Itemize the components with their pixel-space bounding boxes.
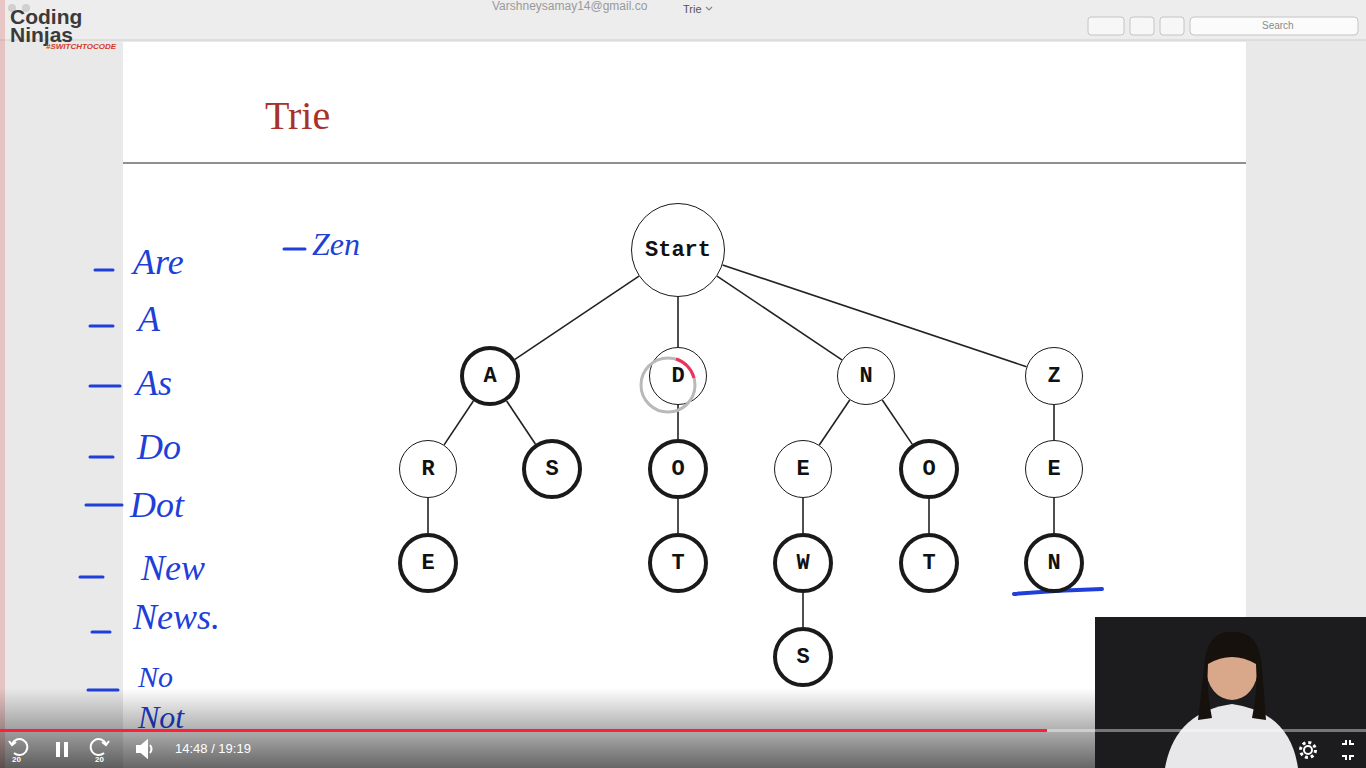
trie-node: E — [398, 533, 458, 593]
presenter-figure — [1165, 632, 1298, 768]
toolbar-bar — [0, 0, 1366, 40]
logo-tagline: #SWITCHTOCODE — [46, 43, 116, 52]
toolbar-button — [1130, 17, 1154, 35]
player-icons — [9, 739, 1354, 760]
trie-node: T — [648, 533, 708, 593]
root-node: Start — [631, 203, 725, 297]
hand-word: No — [138, 660, 173, 693]
trie-edge — [802, 593, 804, 627]
trie-edge — [677, 499, 679, 533]
node-letter: N — [859, 364, 872, 389]
node-letter: O — [671, 457, 684, 482]
hand-word: New — [141, 549, 205, 589]
trie-node: S — [773, 627, 833, 687]
hand-word: Do — [137, 428, 181, 468]
edge-strip — [0, 0, 5, 768]
trie-node: N — [1024, 533, 1084, 593]
pause-bar — [64, 742, 68, 757]
node-letter: O — [922, 457, 935, 482]
hand-word: Are — [133, 243, 184, 283]
trie-edge — [677, 297, 679, 347]
time-counter: 14:48 / 19:19 — [175, 742, 251, 756]
toolbar-border — [0, 40, 1366, 41]
hand-word: Dot — [130, 486, 184, 526]
trie-edge — [507, 401, 536, 444]
trie-edge — [819, 400, 849, 445]
trie-edge — [802, 498, 804, 533]
webcam-frame — [1095, 617, 1366, 768]
node-letter: T — [922, 551, 935, 576]
hand-word: Not — [138, 700, 184, 735]
skip-seconds: 20 — [12, 756, 21, 765]
trie-node: N — [837, 347, 895, 405]
hand-word: A — [138, 300, 160, 340]
loading-spinner — [641, 358, 695, 412]
node-letter: W — [796, 551, 809, 576]
trie-edge — [427, 498, 429, 533]
slide-title: Trie — [265, 94, 330, 138]
trie-node: O — [899, 439, 959, 499]
hand-word: As — [136, 364, 172, 404]
progress-fill — [0, 729, 1047, 732]
controls-shade — [0, 688, 1095, 768]
trie-edge — [882, 400, 912, 444]
trie-edge — [1053, 498, 1055, 533]
node-letter: E — [421, 551, 434, 576]
skip-seconds: 20 — [95, 756, 104, 765]
trie-edge — [444, 401, 473, 445]
trie-node: S — [522, 439, 582, 499]
hand-dashes — [80, 249, 305, 690]
node-letter: D — [671, 364, 684, 389]
trie-node: A — [460, 346, 520, 406]
node-letter: R — [421, 457, 434, 482]
node-letter: T — [671, 551, 684, 576]
trie-node: R — [399, 440, 457, 498]
trie-node: W — [773, 533, 833, 593]
progress-track — [0, 729, 1366, 732]
trie-node: E — [1025, 440, 1083, 498]
search-placeholder: Search — [1262, 20, 1294, 31]
trie-node: E — [774, 440, 832, 498]
trie-node: T — [899, 533, 959, 593]
window-title: Trie — [683, 3, 702, 15]
node-letter: Start — [645, 238, 711, 263]
account-email: Varshneysamay14@gmail.co — [492, 0, 647, 13]
search-field — [1190, 17, 1358, 35]
node-letter: N — [1047, 551, 1060, 576]
node-letter: Z — [1047, 364, 1060, 389]
loading-arc — [676, 359, 694, 378]
node-letter: E — [796, 457, 809, 482]
node-letter: S — [545, 457, 558, 482]
trie-node: O — [648, 439, 708, 499]
hand-word: News. — [133, 598, 220, 638]
trie-edge — [515, 276, 639, 359]
trie-edge — [677, 405, 679, 439]
node-letter: E — [1047, 457, 1060, 482]
node-letter: S — [796, 645, 809, 670]
trie-edge — [928, 499, 930, 533]
title-rule — [123, 162, 1246, 164]
toolbar-button — [1088, 17, 1124, 35]
slide-page — [123, 42, 1246, 768]
trie-edge — [1053, 405, 1055, 440]
toolbar-button — [1160, 17, 1184, 35]
node-letter: A — [483, 364, 496, 389]
hand-word: Zen — [312, 227, 360, 262]
trie-node: Z — [1025, 347, 1083, 405]
trie-edge — [717, 276, 842, 360]
pause-bar — [56, 742, 60, 757]
trie-node: D — [649, 347, 707, 405]
title-chevron — [706, 7, 712, 10]
